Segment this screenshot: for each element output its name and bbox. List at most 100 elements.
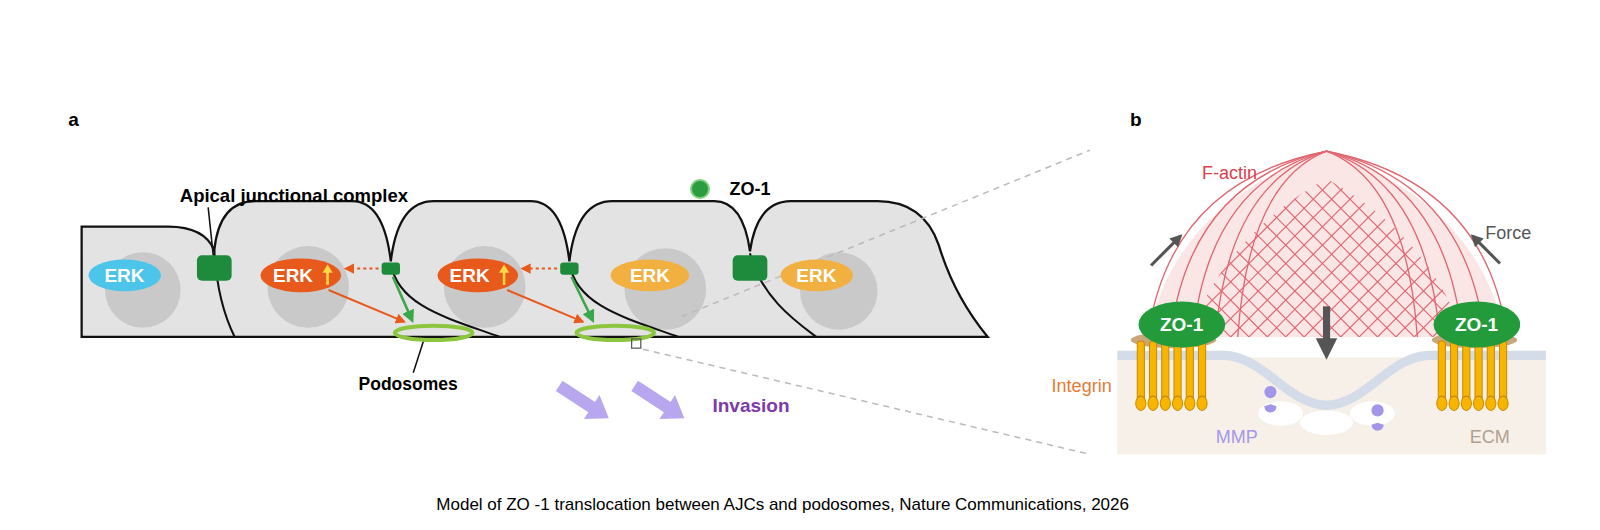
ellipse-fill — [261, 259, 342, 293]
integrin-symbol — [1449, 396, 1459, 410]
actin-mesh — [1249, 133, 1453, 337]
invasion-arrow — [627, 374, 692, 430]
junction-complex — [382, 262, 400, 274]
node-text: ERK — [796, 266, 836, 285]
integrin-symbol — [1185, 396, 1195, 410]
integrin-symbol — [1172, 396, 1182, 410]
actin-mesh — [1524, 133, 1600, 337]
marker-ellipse: ZO-1 — [1138, 301, 1226, 348]
integrin-symbol — [1186, 341, 1193, 400]
degraded-matrix — [1350, 401, 1395, 425]
integrin-symbol — [1438, 341, 1445, 400]
ellipse-fill — [611, 260, 690, 292]
signal-arrow — [346, 268, 379, 270]
node-text: ZO-1 — [1455, 315, 1498, 334]
integrin-symbol — [1162, 341, 1169, 400]
node-text: ZO-1 — [1160, 315, 1203, 334]
annotation-label: Podosomes — [359, 376, 458, 394]
actin-mesh — [1341, 133, 1545, 337]
mmp-symbol — [1264, 386, 1383, 431]
signal-arrow — [571, 277, 592, 321]
signal-arrow — [522, 268, 557, 270]
annotation-label: Invasion — [712, 396, 789, 415]
marker-ellipse: ERK — [88, 259, 161, 292]
annotation-label: Integrin — [1052, 377, 1112, 395]
integrin-symbol — [1197, 396, 1207, 410]
marker-ellipse: ERK — [610, 259, 690, 292]
marker-ellipse: ZO-1 — [1433, 301, 1521, 348]
actin-mesh — [916, 133, 1120, 337]
mmp-symbol — [1264, 386, 1276, 398]
invasion-arrow — [551, 374, 692, 430]
mmp-symbol — [1371, 423, 1383, 431]
integrin-symbol — [1451, 341, 1458, 400]
signal-arrow — [507, 290, 583, 322]
podosome-ring — [395, 326, 654, 340]
actin-mesh — [1118, 133, 1322, 337]
node-text: ERK — [273, 266, 313, 285]
force-arrow — [1151, 236, 1181, 266]
signal-arrow — [393, 277, 412, 321]
leader-line — [208, 207, 213, 255]
ellipse-fill — [780, 260, 852, 292]
actin-mesh — [971, 133, 1175, 337]
cell-body — [82, 201, 988, 337]
actin-mesh — [1414, 133, 1600, 337]
actin-mesh — [1267, 133, 1471, 337]
marker-ellipse: ERK — [437, 258, 519, 293]
junction-complex — [197, 255, 232, 281]
leader-line — [413, 341, 423, 373]
actin-mesh — [1339, 133, 1543, 337]
legend-swatch — [690, 179, 710, 199]
ellipse-fill — [1138, 302, 1225, 348]
integrin-symbol — [1499, 341, 1506, 400]
annotation-label: a — [68, 110, 79, 129]
actin-mesh — [1543, 133, 1600, 337]
integrin-symbol — [1486, 396, 1496, 410]
epithelium — [82, 201, 988, 337]
actin-mesh — [935, 133, 1139, 337]
actin-mesh — [1192, 133, 1396, 337]
node-text: ERK — [449, 266, 489, 285]
integrin-symbol — [1160, 396, 1170, 410]
integrin-symbol — [1136, 396, 1146, 410]
invasion-arrow — [551, 374, 616, 430]
integrin-symbol — [1437, 396, 1447, 410]
annotation-label: Force — [1485, 224, 1531, 242]
integrin-symbol — [1136, 341, 1508, 410]
integrin-symbol — [1174, 341, 1181, 400]
force-arrow — [1323, 306, 1330, 351]
legend-text: ZO-1 — [729, 180, 770, 198]
annotation-label: ECM — [1470, 428, 1510, 446]
actin-mesh — [1045, 133, 1249, 337]
annotation-label: Apical junctional complex — [180, 187, 408, 206]
cell-boundary — [214, 250, 816, 337]
zoom-guide — [643, 349, 1090, 454]
node-text: ERK — [630, 266, 670, 285]
actin-mesh — [1229, 133, 1433, 337]
ellipse-fill — [88, 260, 160, 292]
zoom-guide — [632, 339, 641, 348]
integrin-symbol — [1475, 341, 1482, 400]
integrin-symbol — [1149, 341, 1156, 400]
up-arrow — [322, 264, 509, 284]
node-text: ERK — [104, 266, 144, 285]
annotation-label: MMP — [1216, 428, 1258, 446]
actin-mesh — [953, 133, 1157, 337]
integrin-symbol — [1487, 341, 1494, 400]
integrin-symbol — [1137, 341, 1144, 400]
signal-arrow — [329, 290, 405, 322]
podosome-ring — [577, 326, 655, 340]
junction-complex — [733, 255, 768, 281]
nucleus — [105, 246, 877, 330]
leader-line — [208, 207, 423, 372]
mmp-symbol — [1264, 404, 1276, 412]
integrin-symbol — [1461, 396, 1471, 410]
integrin-symbol — [1473, 396, 1483, 410]
degraded-matrix — [1300, 410, 1353, 434]
actin-mesh — [1247, 133, 1451, 337]
actin-mesh — [1231, 133, 1435, 337]
integrin-symbol — [1498, 396, 1508, 410]
integrin-symbol — [1148, 396, 1158, 410]
